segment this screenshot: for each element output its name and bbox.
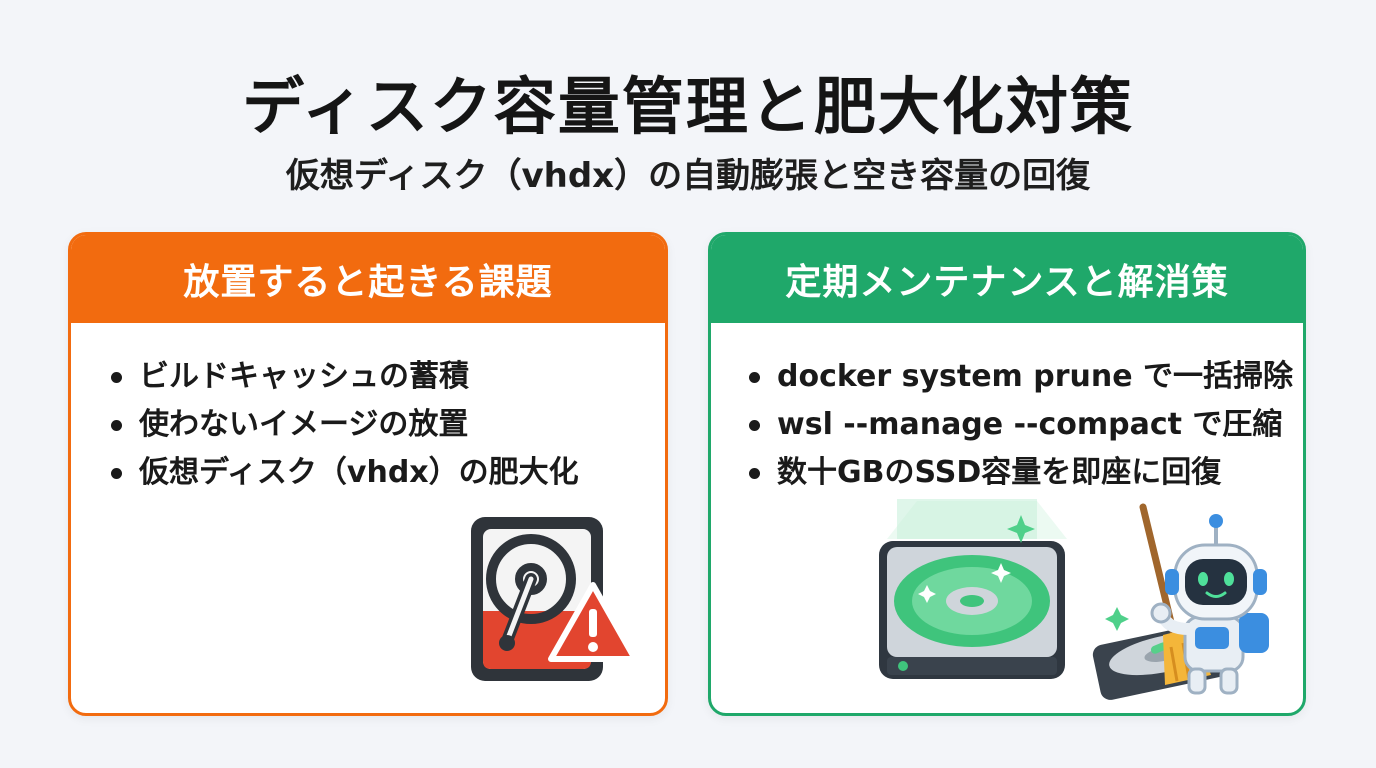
list-item: wsl --manage --compact で圧縮	[745, 401, 1293, 449]
solutions-card-header: 定期メンテナンスと解消策	[711, 235, 1303, 323]
bullet-icon	[749, 468, 760, 479]
solutions-card: 定期メンテナンスと解消策 docker system prune で一括掃除 w…	[708, 232, 1306, 716]
bullet-icon	[749, 372, 760, 383]
problems-card-header: 放置すると起きる課題	[71, 235, 665, 323]
problems-card: 放置すると起きる課題 ビルドキャッシュの蓄積 使わないイメージの放置 仮想ディス…	[68, 232, 668, 716]
robot-cleaning-disk-icon	[879, 499, 1269, 700]
list-item: docker system prune で一括掃除	[745, 353, 1293, 401]
problems-list: ビルドキャッシュの蓄積 使わないイメージの放置 仮想ディスク（vhdx）の肥大化	[107, 353, 579, 497]
hard-drive-warning-icon	[471, 517, 638, 681]
list-item: 仮想ディスク（vhdx）の肥大化	[107, 449, 579, 497]
bullet-icon	[111, 372, 122, 383]
list-item-text: 数十GBのSSD容量を即座に回復	[777, 455, 1222, 490]
list-item: ビルドキャッシュの蓄積	[107, 353, 579, 401]
page-subtitle: 仮想ディスク（vhdx）の自動膨張と空き容量の回復	[285, 156, 1091, 196]
list-item-text: 使わないイメージの放置	[139, 407, 469, 442]
bullet-icon	[111, 420, 122, 431]
list-item-text: 仮想ディスク（vhdx）の肥大化	[139, 455, 579, 490]
list-item-text: docker system prune で一括掃除	[777, 359, 1294, 394]
bullet-icon	[111, 468, 122, 479]
list-item-text: ビルドキャッシュの蓄積	[139, 359, 469, 394]
list-item: 数十GBのSSD容量を即座に回復	[745, 449, 1293, 497]
list-item-text: wsl --manage --compact で圧縮	[777, 407, 1283, 442]
list-item: 使わないイメージの放置	[107, 401, 579, 449]
bullet-icon	[749, 420, 760, 431]
solutions-list: docker system prune で一括掃除 wsl --manage -…	[745, 353, 1293, 497]
page-title: ディスク容量管理と肥大化対策	[242, 70, 1134, 143]
